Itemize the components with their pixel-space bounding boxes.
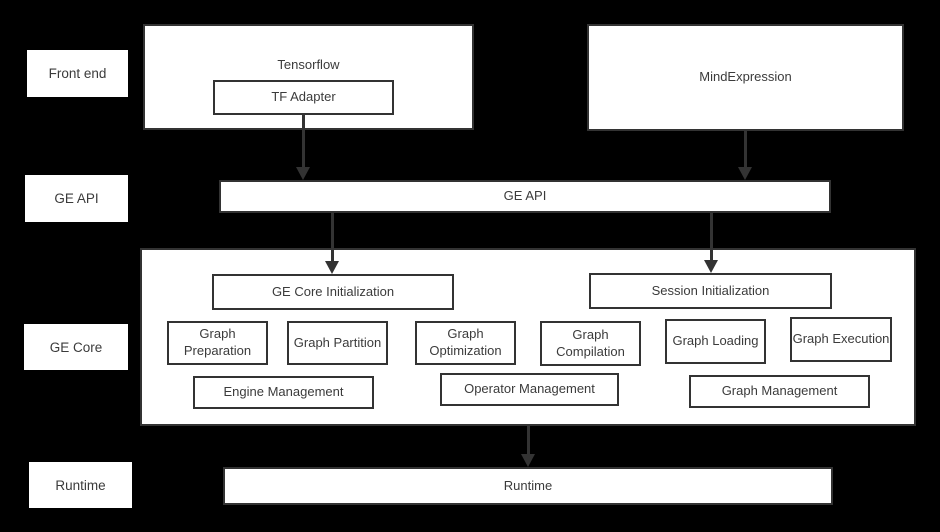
graph-partition-box: Graph Partition bbox=[287, 321, 388, 365]
arrow-ge-api-to-ge-core-initialization bbox=[325, 213, 339, 274]
arrow-tf-adapter-to-ge-api bbox=[296, 114, 310, 180]
graph-preparation-box: Graph Preparation bbox=[167, 321, 268, 365]
row-label-runtime: Runtime bbox=[29, 462, 132, 508]
arrow-shaft bbox=[526, 426, 530, 454]
row-label-front-end: Front end bbox=[27, 50, 128, 97]
arrow-head-icon bbox=[704, 260, 718, 273]
operator-management-box: Operator Management bbox=[440, 373, 619, 406]
arrow-shaft bbox=[709, 213, 713, 260]
runtime-bar: Runtime bbox=[223, 467, 833, 505]
session-initialization-box: Session Initialization bbox=[589, 273, 832, 309]
arrow-head-icon bbox=[521, 454, 535, 467]
arrow-ge-api-to-session-initialization bbox=[704, 213, 718, 273]
arrow-shaft bbox=[743, 131, 747, 167]
graph-loading-box: Graph Loading bbox=[665, 319, 766, 364]
tensorflow-box: Tensorflow TF Adapter bbox=[143, 24, 474, 130]
arrow-shaft bbox=[330, 213, 334, 261]
arrow-ge-core-to-runtime bbox=[521, 426, 535, 467]
arrow-mind-expression-to-ge-api bbox=[738, 131, 752, 180]
graph-execution-box: Graph Execution bbox=[790, 317, 892, 362]
arrow-head-icon bbox=[738, 167, 752, 180]
row-label-ge-core: GE Core bbox=[24, 324, 128, 370]
ge-core-initialization-box: GE Core Initialization bbox=[212, 274, 454, 310]
arrow-shaft bbox=[301, 114, 305, 167]
graph-compilation-box: Graph Compilation bbox=[540, 321, 641, 366]
arrow-head-icon bbox=[325, 261, 339, 274]
graph-management-box: Graph Management bbox=[689, 375, 870, 408]
tf-adapter-box: TF Adapter bbox=[213, 80, 394, 115]
graph-optimization-box: Graph Optimization bbox=[415, 321, 516, 365]
tensorflow-label: Tensorflow bbox=[277, 57, 340, 72]
mind-expression-box: MindExpression bbox=[587, 24, 904, 131]
ge-api-bar: GE API bbox=[219, 180, 831, 213]
arrow-head-icon bbox=[296, 167, 310, 180]
row-label-ge-api: GE API bbox=[25, 175, 128, 222]
engine-management-box: Engine Management bbox=[193, 376, 374, 409]
